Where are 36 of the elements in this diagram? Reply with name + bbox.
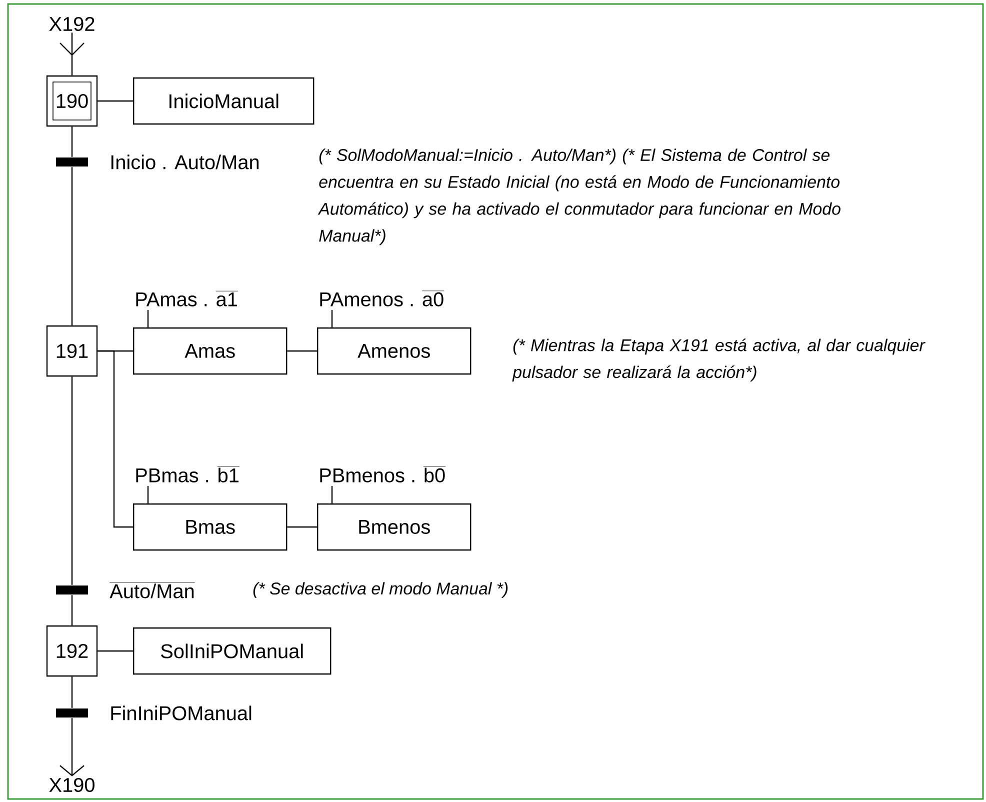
transition-condition: Inicio . Auto/Man — [111, 154, 259, 170]
transition-bar — [56, 708, 88, 718]
action-condition: $\mbox{PBmenos . }\overline{\mbox{b0}}$ — [320, 466, 446, 504]
link-line — [98, 100, 133, 102]
link-line — [287, 350, 317, 352]
step-box: 192 — [46, 625, 98, 677]
link-line — [59, 32, 85, 76]
link-line — [60, 718, 84, 776]
comment-text: (* SolModoManual:=Inicio . Auto/Man*) (* El Sistema de Control se encuentra en su Estado Inicial (no está en Modo de Funcionamiento Automático) y se ha activado el conmutador para funcionar en Modo Manual*) — [318, 148, 840, 246]
action-box: Amas — [133, 327, 288, 375]
action-condition: $\mbox{PBmas . }\overline{\mbox{b1}}$ — [136, 466, 240, 504]
link-line — [71, 126, 73, 157]
action-box: Amenos — [317, 327, 472, 375]
step-reference: X190 — [49, 778, 94, 792]
link-line — [98, 350, 133, 528]
link-line — [71, 595, 73, 626]
transition-condition: FinIniPOManual — [111, 706, 252, 720]
comment-text: (* Se desactiva el modo Manual *) — [253, 582, 508, 598]
transition-condition: $\overline{\mbox{Auto/Man}}$ — [110, 582, 195, 598]
action-condition: $\mbox{PAmas . }\overline{\mbox{a1}}$ — [136, 291, 238, 328]
comment-text: (* Mientras la Etapa X191 está activa, al dar cualquier pulsador se realizará la acción*) — [512, 338, 926, 382]
link-line — [71, 676, 73, 708]
link-line — [71, 167, 73, 326]
step-box: 191 — [46, 325, 98, 377]
action-box: SolIniPOManual — [133, 627, 332, 675]
link-line — [71, 376, 73, 585]
transition-bar — [56, 586, 88, 594]
initial-step-box: 190 — [46, 75, 98, 127]
action-box: Bmas — [133, 503, 288, 551]
action-condition: $\mbox{PAmenos . }\overline{\mbox{a0}}$ — [320, 290, 444, 328]
action-box: InicioManual — [133, 77, 314, 125]
link-line — [287, 526, 317, 528]
transition-bar — [56, 158, 88, 166]
step-reference: X192 — [49, 16, 94, 32]
action-box: Bmenos — [317, 503, 472, 551]
link-line — [98, 650, 133, 652]
